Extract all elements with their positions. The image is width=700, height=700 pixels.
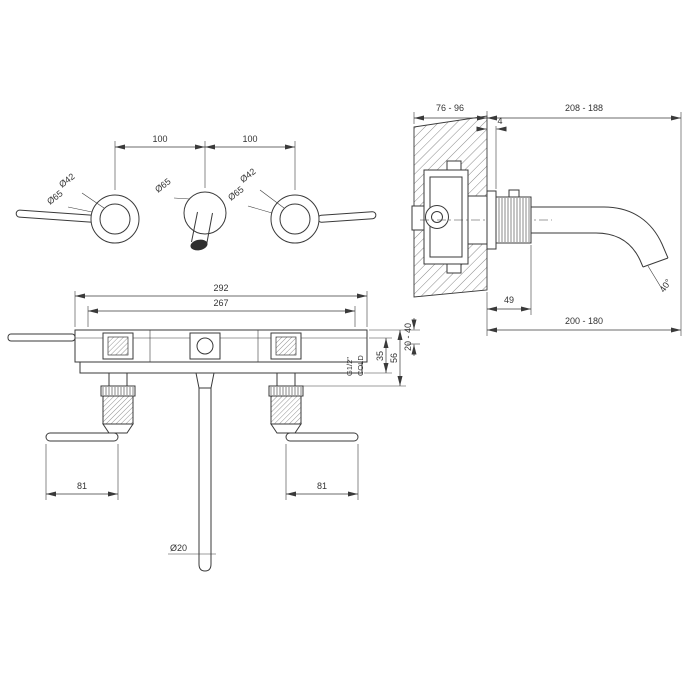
left-handle-lever <box>45 432 119 442</box>
label-cold: COLD <box>356 355 365 376</box>
leader-line <box>67 206 93 213</box>
right-handle-grip <box>270 395 302 425</box>
leader-line <box>247 205 273 214</box>
dim-body-width: 267 <box>213 298 228 308</box>
dia-label-right-inner: Ø42 <box>238 166 258 184</box>
spout-rosette-circle <box>183 191 227 235</box>
dim-depth-inner: 35 <box>375 351 385 361</box>
spout-outlet-front <box>190 239 208 251</box>
right-handle-lever <box>285 432 359 442</box>
dim-trim-depth: 49 <box>504 295 514 305</box>
right-handle-taper <box>270 423 302 434</box>
valve-bottom-tab <box>446 263 462 274</box>
dim-wall-range: 20 - 40 <box>403 323 413 351</box>
right-valve-texture <box>275 336 297 356</box>
plan-view: 292 267 G1/2" COLD 35 56 20 - 40 <box>7 283 420 572</box>
dim-handle-spacing-right: 100 <box>242 134 257 144</box>
right-handle-inner-circle <box>279 203 311 235</box>
dia-label-right-outer: Ø65 <box>226 184 246 202</box>
dim-spout-reach: 200 - 180 <box>565 316 603 326</box>
leader-line <box>81 192 105 209</box>
dim-flange: 4 <box>497 116 502 126</box>
set-screw <box>508 189 520 198</box>
dim-depth-outer: 56 <box>389 353 399 363</box>
mounting-plate <box>79 361 363 374</box>
left-handle-taper <box>102 423 134 434</box>
side-view: 76 - 96 208 - 188 4 49 200 - 180 40° <box>411 103 682 336</box>
left-handle-inner-circle <box>99 203 131 235</box>
dia-spout-label: Ø20 <box>170 543 187 553</box>
dim-lever-left: 81 <box>77 481 87 491</box>
dia-label-center: Ø65 <box>153 176 173 194</box>
angle-reference-line <box>647 265 663 290</box>
left-supply-pipe <box>7 333 76 342</box>
valve-top-tab <box>446 160 462 171</box>
left-handle-stem <box>108 372 128 387</box>
dim-lever-right: 81 <box>317 481 327 491</box>
dia-label-left-outer: Ø65 <box>45 188 65 206</box>
dim-spout-total: 208 - 188 <box>565 103 603 113</box>
left-handle-grip <box>102 395 134 425</box>
dim-outlet-angle: 40° <box>657 277 673 294</box>
front-view: 100 100 Ø42 Ø65 Ø65 Ø42 Ø65 <box>15 134 377 251</box>
dia-label-left-inner: Ø42 <box>57 171 77 189</box>
label-thread: G1/2" <box>345 357 354 376</box>
leader-line <box>173 197 191 200</box>
left-valve-texture <box>107 336 129 356</box>
dim-overall-width: 292 <box>213 283 228 293</box>
valve-inlet-inner-circle <box>431 211 443 223</box>
leader-line <box>259 189 285 209</box>
spout-tube <box>198 387 212 572</box>
spout-connector <box>195 372 215 389</box>
dim-handle-spacing-left: 100 <box>152 134 167 144</box>
right-lever <box>317 211 377 223</box>
spout-front-outline <box>191 211 213 246</box>
spout-side-outline <box>531 206 669 268</box>
wall-flange <box>486 190 497 250</box>
right-handle-ring-texture <box>270 387 302 395</box>
dim-wall-thickness: 76 - 96 <box>436 103 464 113</box>
center-mount-circle <box>196 337 214 355</box>
left-lever <box>15 209 97 223</box>
valve-inlet-circle <box>425 205 449 229</box>
right-handle-stem <box>276 372 296 387</box>
left-handle-ring-texture <box>102 387 134 395</box>
knurled-ring-texture <box>497 198 530 242</box>
